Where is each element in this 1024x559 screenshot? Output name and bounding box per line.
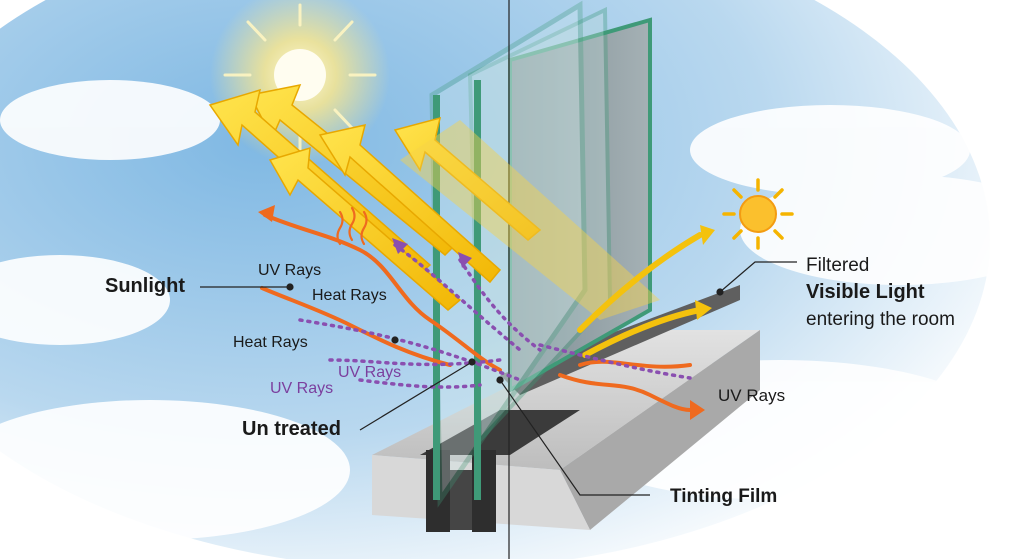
heat-rays [258,205,705,420]
label-uv-rays-purple-2: UV Rays [270,380,333,397]
label-uv-rays-top: UV Rays [258,262,321,279]
label-visible-light: Visible Light [806,281,925,303]
label-uv-rays-purple-1: UV Rays [338,364,401,381]
small-sun-icon [722,178,794,250]
uv-arrow-head [458,252,472,268]
heat-wave-icon [336,206,368,246]
clouds [0,80,1024,540]
label-untreated: Un treated [242,418,341,440]
label-heat-rays-top: Heat Rays [312,287,387,304]
label-heat-rays-left: Heat Rays [233,334,308,351]
leader-lines [200,261,797,496]
reflected-sunlight-arrows [208,83,542,311]
label-sunlight: Sunlight [105,275,185,297]
label-filtered: Filtered [806,255,869,276]
visible-light-arrows [577,225,715,358]
label-entering-room: entering the room [806,309,955,330]
label-tinting-film: Tinting Film [670,486,777,507]
light-through-glass [400,120,660,320]
uv-arrow-head [392,238,408,254]
label-uv-rays-right: UV Rays [718,386,785,405]
